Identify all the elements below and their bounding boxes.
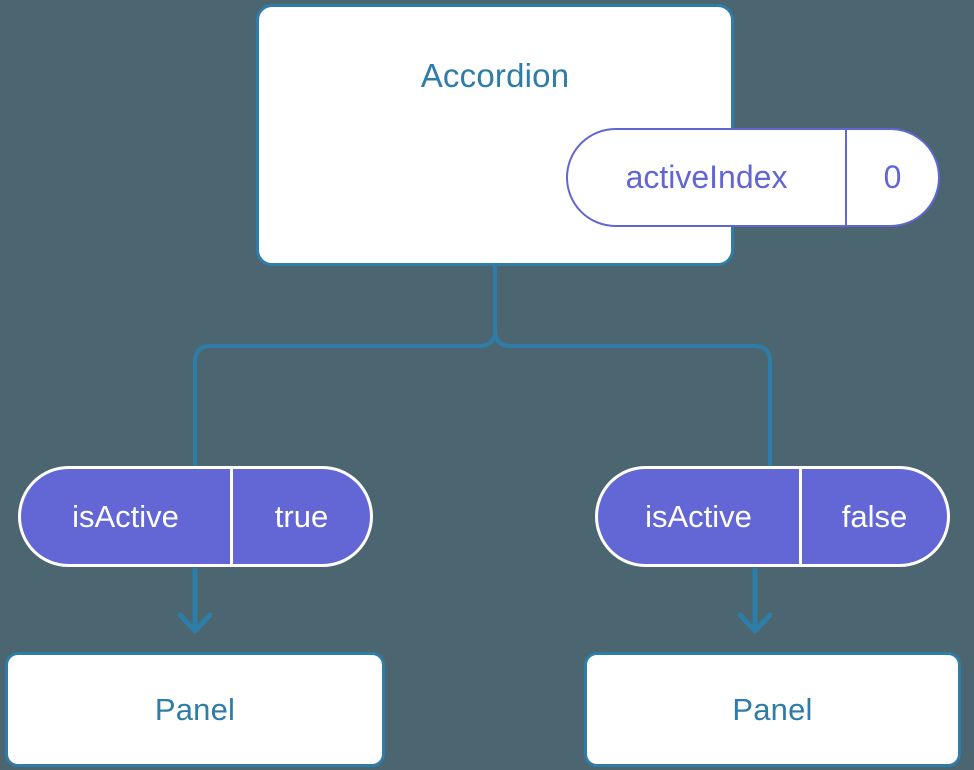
state-key-active-index: activeIndex xyxy=(568,130,847,225)
tree-connector-path xyxy=(193,264,497,468)
arrow-right xyxy=(737,567,773,634)
prop-key-is-active-right: isActive xyxy=(598,469,802,564)
component-title-panel-left: Panel xyxy=(154,691,236,727)
prop-value-is-active-right: false xyxy=(841,498,908,534)
component-title-accordion: Accordion xyxy=(420,57,570,94)
prop-pill-is-active-left[interactable]: isActive true xyxy=(18,466,373,567)
prop-value-is-active-left: true xyxy=(274,498,329,534)
arrow-left xyxy=(177,567,213,634)
tree-connector-path-right xyxy=(493,264,772,468)
component-card-accordion[interactable]: Accordion activeIndex 0 xyxy=(256,4,940,266)
prop-key-is-active-left: isActive xyxy=(21,469,233,564)
state-pill-active-index[interactable]: activeIndex 0 xyxy=(566,128,940,227)
component-card-panel-right[interactable]: Panel xyxy=(584,652,961,767)
component-card-panel-left[interactable]: Panel xyxy=(5,652,385,767)
prop-pill-is-active-right[interactable]: isActive false xyxy=(595,466,950,567)
component-title-panel-right: Panel xyxy=(732,691,813,727)
state-value-active-index: 0 xyxy=(883,159,902,195)
